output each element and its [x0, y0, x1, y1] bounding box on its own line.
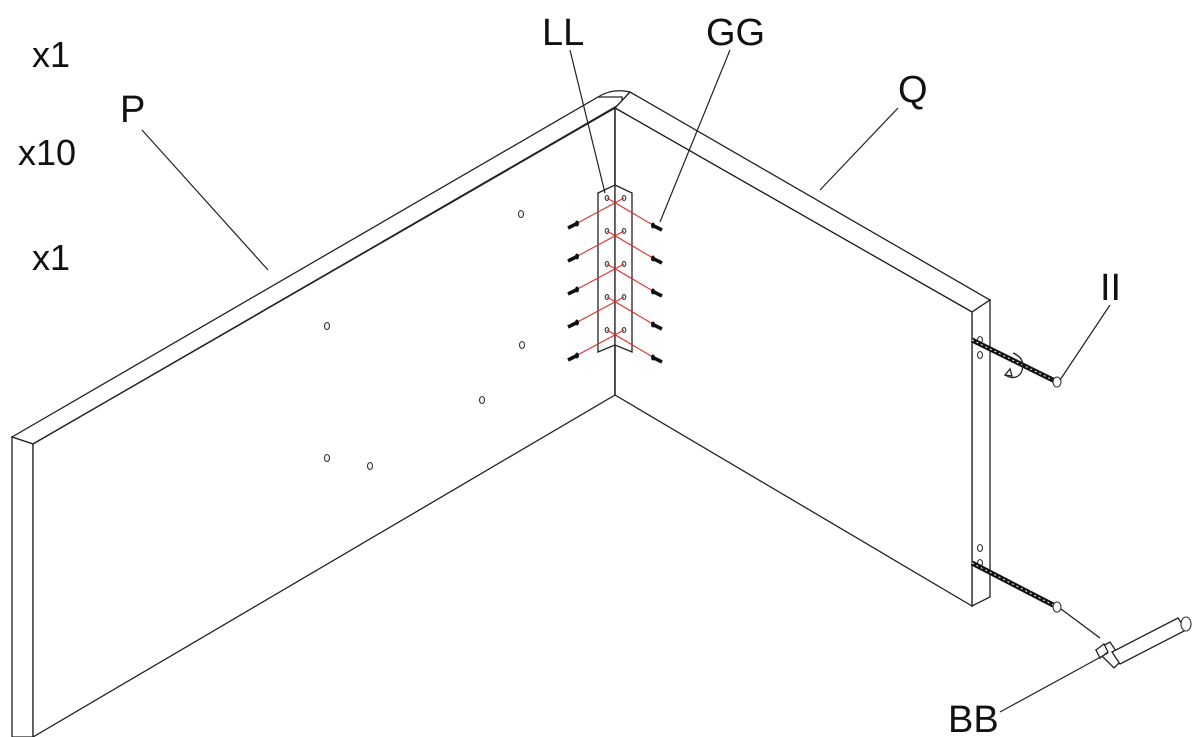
screw-icon [567, 286, 579, 296]
leader-q [819, 107, 899, 191]
rotate-arrow-icon [1004, 352, 1024, 379]
leader-ii [1059, 304, 1111, 381]
bolt-bottom [970, 560, 1101, 639]
allen-wrench [1094, 616, 1192, 669]
bolt-wrench-guide [1060, 608, 1101, 639]
panel-q [613, 91, 992, 608]
arrow-head-icon [1003, 367, 1013, 377]
alignment-line [606, 197, 659, 229]
hole [323, 453, 331, 463]
quantity-3: x1 [32, 237, 70, 278]
panel-p [10, 90, 631, 737]
quantity-2: x10 [18, 132, 76, 173]
bolt-head [1052, 376, 1062, 388]
leader-bb [999, 652, 1109, 713]
label-q: Q [898, 69, 928, 111]
hole [518, 340, 526, 350]
bolt-top [970, 337, 1062, 388]
screw-icon [567, 319, 579, 329]
quantity-1: x1 [32, 34, 70, 75]
screw-icon [567, 253, 579, 263]
screw-icon [567, 352, 579, 362]
alignment-line [606, 296, 659, 328]
screw-icon [651, 255, 663, 265]
wrench-handle [1111, 617, 1187, 665]
label-gg: GG [706, 12, 765, 54]
hole [976, 350, 984, 360]
panel-corner-curve [597, 90, 631, 98]
label-bb: BB [948, 699, 999, 737]
label-ll: LL [542, 12, 584, 54]
panel-p-end-face [11, 436, 34, 737]
hole [976, 543, 984, 553]
screw-icon [651, 288, 663, 298]
corner-bracket [597, 183, 633, 353]
screw-icon [651, 354, 663, 364]
hole [366, 461, 374, 471]
screw-icon [651, 222, 663, 232]
bracket-right-wing [614, 183, 633, 353]
leader-ll [569, 49, 606, 194]
leader-gg [659, 49, 731, 223]
panel-p-holes [323, 209, 526, 471]
hole [478, 395, 486, 405]
bolt-head [1052, 601, 1062, 613]
hole [323, 321, 331, 331]
panel-p-face [32, 106, 616, 737]
hole [517, 209, 525, 219]
panel-q-face [614, 106, 973, 608]
alignment-line [606, 230, 659, 262]
leader-p [141, 129, 269, 271]
alignment-line [606, 329, 659, 361]
label-p: P [120, 89, 145, 131]
screw-icon [567, 220, 579, 230]
wrench-short-end [1095, 643, 1109, 659]
panel-q-end-holes [976, 335, 984, 568]
screw-group [567, 195, 663, 364]
wrench-tip [1180, 616, 1192, 632]
alignment-line [606, 263, 659, 295]
label-ii: II [1100, 267, 1121, 309]
screw-icon [651, 321, 663, 331]
